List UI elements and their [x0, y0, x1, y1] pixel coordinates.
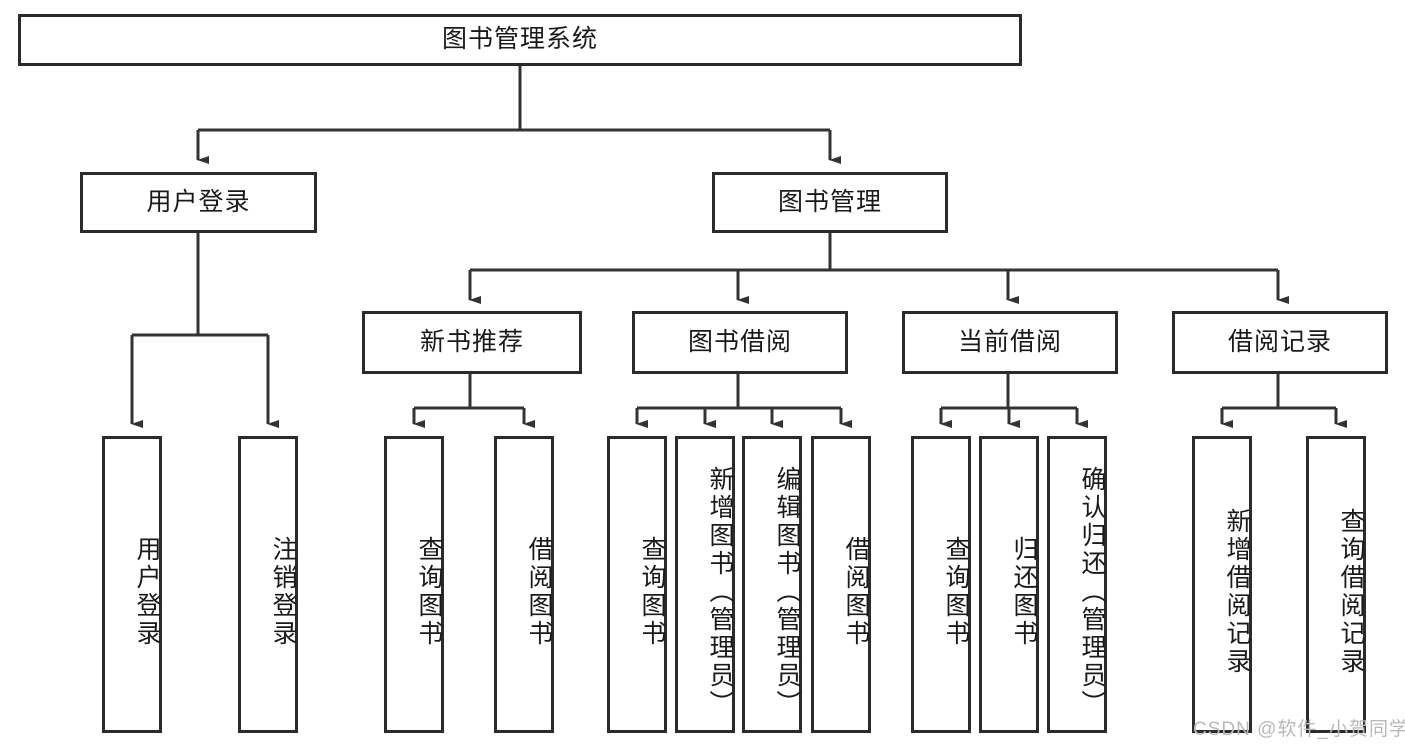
- node-label: 编辑图书（管理员）: [773, 465, 801, 718]
- node-label: 注销登录: [269, 535, 297, 648]
- node-leaf-user-login[interactable]: 用户登录: [102, 436, 162, 733]
- node-leaf-confirm-return[interactable]: 确认归还（管理员）: [1047, 436, 1107, 733]
- node-book-management[interactable]: 图书管理: [712, 172, 948, 233]
- node-leaf-query-borrow-record[interactable]: 查询借阅记录: [1306, 436, 1366, 733]
- node-leaf-query-book-borrow[interactable]: 查询图书: [607, 436, 667, 733]
- node-label: 用户登录: [133, 535, 161, 648]
- node-leaf-edit-book[interactable]: 编辑图书（管理员）: [742, 436, 802, 733]
- node-label: 借阅图书: [842, 535, 870, 648]
- node-leaf-add-borrow-record[interactable]: 新增借阅记录: [1192, 436, 1252, 733]
- node-borrow-record[interactable]: 借阅记录: [1172, 311, 1388, 374]
- node-root-book-management-system[interactable]: 图书管理系统: [18, 14, 1022, 66]
- node-label: 查询借阅记录: [1337, 507, 1365, 676]
- node-label: 查询图书: [942, 535, 970, 648]
- node-label: 借阅图书: [525, 535, 553, 648]
- node-label: 图书管理: [777, 187, 882, 216]
- node-label: 确认归还（管理员）: [1078, 465, 1106, 718]
- node-leaf-add-book[interactable]: 新增图书（管理员）: [675, 436, 735, 733]
- node-label: 归还图书: [1010, 535, 1038, 648]
- node-leaf-query-book-recommend[interactable]: 查询图书: [384, 436, 444, 733]
- node-label: 新书推荐: [419, 327, 524, 356]
- node-leaf-borrow-book[interactable]: 借阅图书: [811, 436, 871, 733]
- node-label: 当前借阅: [957, 327, 1062, 356]
- node-book-borrow[interactable]: 图书借阅: [632, 311, 848, 374]
- node-leaf-return-book[interactable]: 归还图书: [979, 436, 1039, 733]
- node-label: 用户登录: [146, 187, 251, 216]
- node-user-login[interactable]: 用户登录: [80, 172, 317, 233]
- node-label: 新增图书（管理员）: [706, 465, 734, 718]
- node-label: 图书借阅: [687, 327, 792, 356]
- node-new-book-recommend[interactable]: 新书推荐: [362, 311, 582, 374]
- node-leaf-borrow-book-recommend[interactable]: 借阅图书: [494, 436, 554, 733]
- node-label: 查询图书: [638, 535, 666, 648]
- node-label: 借阅记录: [1227, 327, 1332, 356]
- node-label: 图书管理系统: [441, 25, 598, 54]
- node-leaf-logout[interactable]: 注销登录: [238, 436, 298, 733]
- node-label: 新增借阅记录: [1223, 507, 1251, 676]
- node-current-borrow[interactable]: 当前借阅: [902, 311, 1118, 374]
- node-leaf-query-book-current[interactable]: 查询图书: [911, 436, 971, 733]
- csdn-watermark: CSDN @软件_小贺同学: [1193, 719, 1405, 740]
- node-label: 查询图书: [415, 535, 443, 648]
